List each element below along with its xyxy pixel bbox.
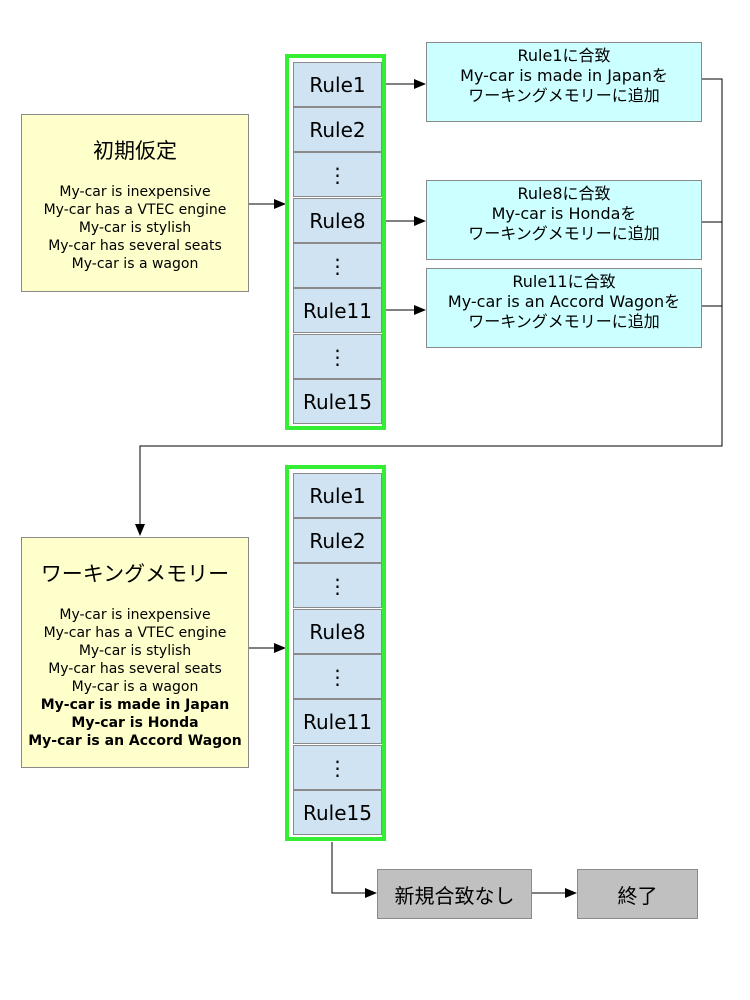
rule-cell-rule1: Rule1: [293, 62, 382, 107]
initial-fact: My-car has several seats: [48, 238, 222, 254]
rule-cell-rule11: Rule11: [293, 699, 382, 744]
match-fact-label: My-car is an Accord Wagonを: [447, 292, 681, 311]
rule-cell-ellipsis: ⋮: [293, 243, 382, 288]
rule-cell-rule8: Rule8: [293, 198, 382, 243]
match-box-rule8: Rule8に合致 My-car is Hondaを ワーキングメモリーに追加: [426, 180, 702, 260]
working-memory-title: ワーキングメモリー: [40, 562, 230, 586]
initial-fact: My-car is inexpensive: [59, 184, 211, 200]
initial-fact: My-car is stylish: [78, 220, 192, 236]
match-fact-label: My-car is Hondaを: [491, 204, 637, 223]
match-box-rule11: Rule11に合致 My-car is an Accord Wagonを ワーキ…: [426, 268, 702, 348]
working-fact: My-car is stylish: [78, 643, 192, 659]
no-new-match-box: 新規合致なし: [377, 869, 532, 919]
working-fact: My-car has several seats: [48, 661, 222, 677]
match-box-rule1: Rule1に合致 My-car is made in Japanを ワーキングメ…: [426, 42, 702, 122]
working-fact: My-car is a wagon: [71, 679, 199, 695]
working-added-fact: My-car is Honda: [71, 715, 199, 731]
rule-cell-ellipsis: ⋮: [293, 152, 382, 197]
initial-assumption-title: 初期仮定: [93, 139, 177, 163]
working-added-fact: My-car is made in Japan: [40, 697, 230, 713]
rule-cell-ellipsis: ⋮: [293, 334, 382, 379]
end-box: 終了: [577, 869, 698, 919]
rule-cell-rule2: Rule2: [293, 518, 382, 563]
match-action-label: ワーキングメモリーに追加: [468, 224, 660, 243]
rule-cell-rule1: Rule1: [293, 473, 382, 518]
match-action-label: ワーキングメモリーに追加: [468, 312, 660, 331]
match-fact-label: My-car is made in Japanを: [460, 66, 668, 85]
initial-assumption-box: 初期仮定 My-car is inexpensive My-car has a …: [21, 114, 249, 292]
working-added-fact: My-car is an Accord Wagon: [28, 733, 242, 749]
rule-cell-rule8: Rule8: [293, 609, 382, 654]
initial-fact: My-car has a VTEC engine: [43, 202, 227, 218]
rule-base-top: Rule1 Rule2 ⋮ Rule8 ⋮ Rule11 ⋮ Rule15: [285, 54, 386, 430]
match-action-label: ワーキングメモリーに追加: [468, 86, 660, 105]
collector-line: [135, 78, 723, 536]
rule-cell-rule15: Rule15: [293, 790, 382, 835]
rule-cell-rule11: Rule11: [293, 288, 382, 333]
arrow-rules-to-nomatch: [331, 842, 377, 898]
rule-cell-rule2: Rule2: [293, 107, 382, 152]
rule-cell-rule15: Rule15: [293, 379, 382, 424]
rule-cell-ellipsis: ⋮: [293, 745, 382, 790]
rule-cell-ellipsis: ⋮: [293, 654, 382, 699]
working-memory-box: ワーキングメモリー My-car is inexpensive My-car h…: [21, 537, 249, 768]
rule-base-bottom: Rule1 Rule2 ⋮ Rule8 ⋮ Rule11 ⋮ Rule15: [285, 465, 386, 841]
rule-cell-ellipsis: ⋮: [293, 563, 382, 608]
working-fact: My-car has a VTEC engine: [43, 625, 227, 641]
working-fact: My-car is inexpensive: [59, 607, 211, 623]
match-rule-label: Rule1に合致: [517, 46, 611, 65]
match-rule-label: Rule11に合致: [512, 272, 616, 291]
initial-fact: My-car is a wagon: [71, 256, 199, 272]
match-rule-label: Rule8に合致: [517, 184, 611, 203]
